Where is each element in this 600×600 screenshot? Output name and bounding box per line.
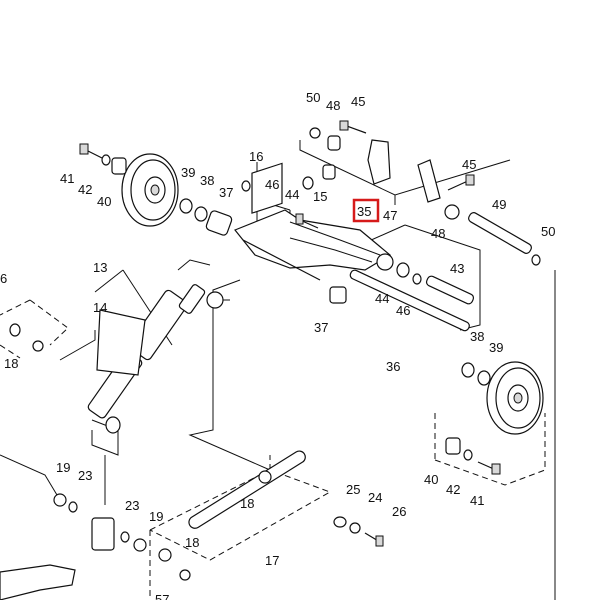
upper-right-hardware [295, 120, 541, 266]
label-48: 48 [326, 98, 340, 113]
label-23: 23 [78, 468, 92, 483]
label-40: 40 [97, 194, 111, 209]
label-14: 14 [93, 300, 107, 315]
label-45: 45 [351, 94, 365, 109]
highlight-box-35 [352, 198, 380, 223]
callout-labels: 50 48 45 16 46 44 15 35 47 45 48 49 50 4… [0, 90, 555, 600]
label-23: 23 [125, 498, 139, 513]
label-47: 47 [383, 208, 397, 223]
label-57: 57 [155, 592, 169, 600]
swing-arm-35 [234, 162, 392, 281]
label-16: 16 [249, 149, 263, 164]
label-19: 19 [149, 509, 163, 524]
label-37: 37 [219, 185, 233, 200]
shock-absorber [87, 284, 224, 434]
label-42: 42 [446, 482, 460, 497]
right-idler-wheel [445, 361, 544, 475]
lower-link-17 [0, 323, 384, 600]
label-50: 50 [306, 90, 320, 105]
label-35: 35 [357, 204, 371, 219]
label-46: 46 [265, 177, 279, 192]
label-42: 42 [78, 182, 92, 197]
label-49: 49 [492, 197, 506, 212]
dashed-group-boxes [0, 299, 546, 600]
left-axle-hardware [79, 143, 251, 236]
label-43: 43 [450, 261, 464, 276]
label-39: 39 [181, 165, 195, 180]
label-19: 19 [56, 460, 70, 475]
label-46: 46 [396, 303, 410, 318]
label-44: 44 [285, 187, 299, 202]
left-idler-wheel [121, 153, 179, 227]
label-17: 17 [265, 553, 279, 568]
label-36: 36 [386, 359, 400, 374]
label-38: 38 [200, 173, 214, 188]
label-18: 18 [185, 535, 199, 550]
rear-axle-36 [329, 253, 491, 386]
label-39: 39 [489, 340, 503, 355]
label-41: 41 [470, 493, 484, 508]
label-41: 41 [60, 171, 74, 186]
label-48: 48 [431, 226, 445, 241]
label-45: 45 [462, 157, 476, 172]
label-44: 44 [375, 291, 389, 306]
label-40: 40 [424, 472, 438, 487]
label-50: 50 [541, 224, 555, 239]
label-24: 24 [368, 490, 382, 505]
label-37: 37 [314, 320, 328, 335]
label-38: 38 [470, 329, 484, 344]
label-25: 25 [346, 482, 360, 497]
label-6: 6 [0, 271, 7, 286]
label-18: 18 [4, 356, 18, 371]
label-26: 26 [392, 504, 406, 519]
label-18: 18 [240, 496, 254, 511]
label-15: 15 [313, 189, 327, 204]
label-13: 13 [93, 260, 107, 275]
